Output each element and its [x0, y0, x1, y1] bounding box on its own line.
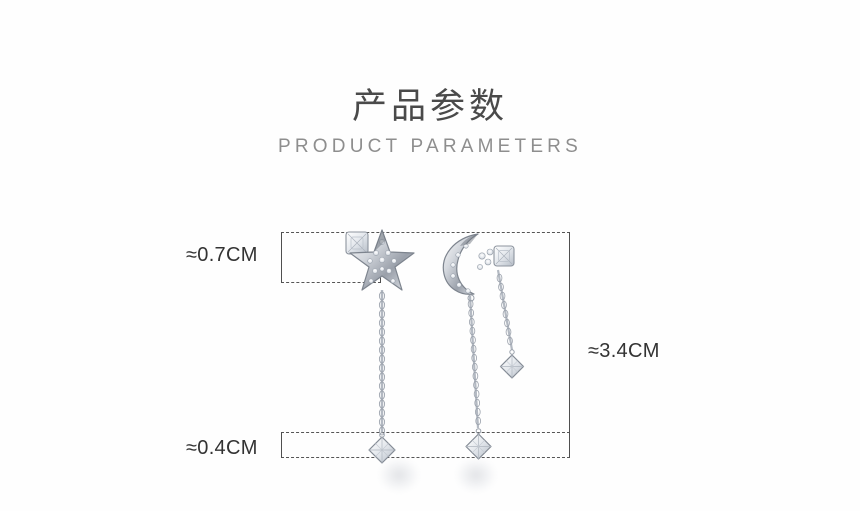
star-motif: [349, 229, 415, 291]
star-stud-gem: [345, 231, 369, 255]
page-title-cn: 产品参数: [351, 87, 508, 126]
moon-motif: [442, 233, 479, 295]
pendant-reflection-right: [456, 458, 496, 492]
guide-bottom-box-bottom-edge: [281, 457, 570, 458]
star-drop-pendant: [368, 432, 396, 464]
dimension-label-bottom-width: ≈0.4CM: [186, 437, 258, 459]
moon-chain-long: [496, 269, 514, 351]
star-chain: [378, 290, 386, 436]
guide-total-height-edge: [569, 232, 570, 458]
moon-drop-pendant-upper: [499, 349, 525, 379]
dimension-label-top-width: ≈0.7CM: [186, 244, 258, 266]
page-subtitle-en: PRODUCT PARAMETERS: [278, 136, 582, 157]
guide-bottom-box-top-edge: [281, 432, 570, 433]
pendant-reflection-left: [379, 458, 419, 492]
product-image-star-earring: [345, 229, 415, 464]
guide-top-box-bottom-edge: [281, 282, 381, 283]
dimension-label-total-height: ≈3.4CM: [588, 340, 660, 362]
moon-drop-pendant-lower: [465, 428, 492, 460]
moon-stud-gem: [477, 245, 515, 270]
guide-top-box-top-edge: [281, 232, 570, 233]
guide-bottom-box-left-edge: [281, 432, 282, 458]
product-image-moon-earring: [442, 233, 525, 460]
guide-top-box-left-edge: [281, 232, 282, 283]
moon-chain-short: [467, 294, 482, 429]
